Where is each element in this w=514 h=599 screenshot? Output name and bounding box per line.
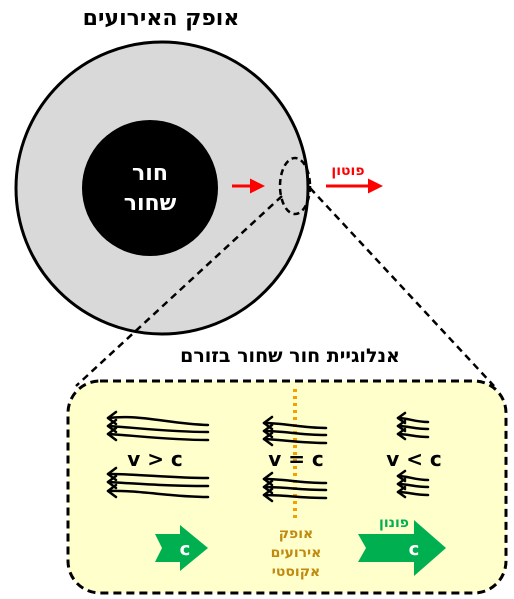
- flow-line-mid-6-head: [262, 487, 274, 503]
- region-label-middle: v = c: [268, 447, 324, 471]
- flow-line-mid-3-head: [262, 431, 274, 447]
- flow-line-right-5: [396, 482, 430, 489]
- phonon-arrow-right-letter: c: [409, 539, 420, 560]
- black-hole-label-line1: חור: [132, 161, 168, 186]
- flow-line-right-1: [396, 416, 430, 424]
- flow-line-left-2: [106, 424, 210, 434]
- flow-line-mid-4: [262, 477, 328, 485]
- acoustic-horizon-label-line2: אירועים: [271, 545, 322, 561]
- flow-line-left-6: [106, 489, 210, 499]
- flow-line-left-1: [106, 415, 210, 427]
- fluid-analogy-title: אנלוגיית חור שחור בזורם: [180, 345, 400, 367]
- flow-line-left-3-head: [106, 426, 118, 442]
- zoom-ellipse: [278, 156, 312, 216]
- flow-line-left-4: [106, 472, 210, 480]
- black-hole: [82, 120, 218, 256]
- region-label-right: v < c: [386, 447, 442, 471]
- flow-line-mid-6: [262, 493, 328, 500]
- zoom-line-right: [309, 187, 495, 387]
- zoom-line-left: [75, 195, 283, 387]
- flow-line-mid-3: [262, 437, 328, 445]
- photon-label: פוטון: [331, 163, 364, 179]
- phonon-arrow-right: [358, 520, 446, 576]
- flow-line-left-5: [106, 480, 210, 488]
- flow-line-right-6-head: [396, 485, 407, 499]
- flow-line-right-6: [396, 490, 430, 497]
- flow-line-right-3-head: [396, 427, 407, 441]
- flow-line-mid-2: [262, 429, 328, 437]
- black-hole-label-line2: שחור: [124, 191, 177, 216]
- acoustic-horizon-label-line1: אופק: [279, 526, 314, 542]
- flow-line-mid-1: [262, 421, 328, 430]
- acoustic-horizon-label-line3: אקוסטי: [272, 564, 320, 580]
- event-horizon-title: אופק האירועים: [83, 6, 240, 31]
- phonon-label: פונון: [379, 515, 409, 531]
- flow-line-right-3: [396, 432, 430, 439]
- flow-line-right-4: [396, 474, 430, 482]
- region-label-left: v > c: [127, 447, 183, 471]
- phonon-arrow-left-letter: c: [180, 539, 191, 560]
- flow-line-right-2: [396, 424, 430, 431]
- flow-line-left-6-head: [106, 483, 118, 499]
- phonon-arrow-left: [155, 525, 208, 571]
- flow-line-mid-5: [262, 485, 328, 492]
- flow-line-left-3: [106, 432, 210, 442]
